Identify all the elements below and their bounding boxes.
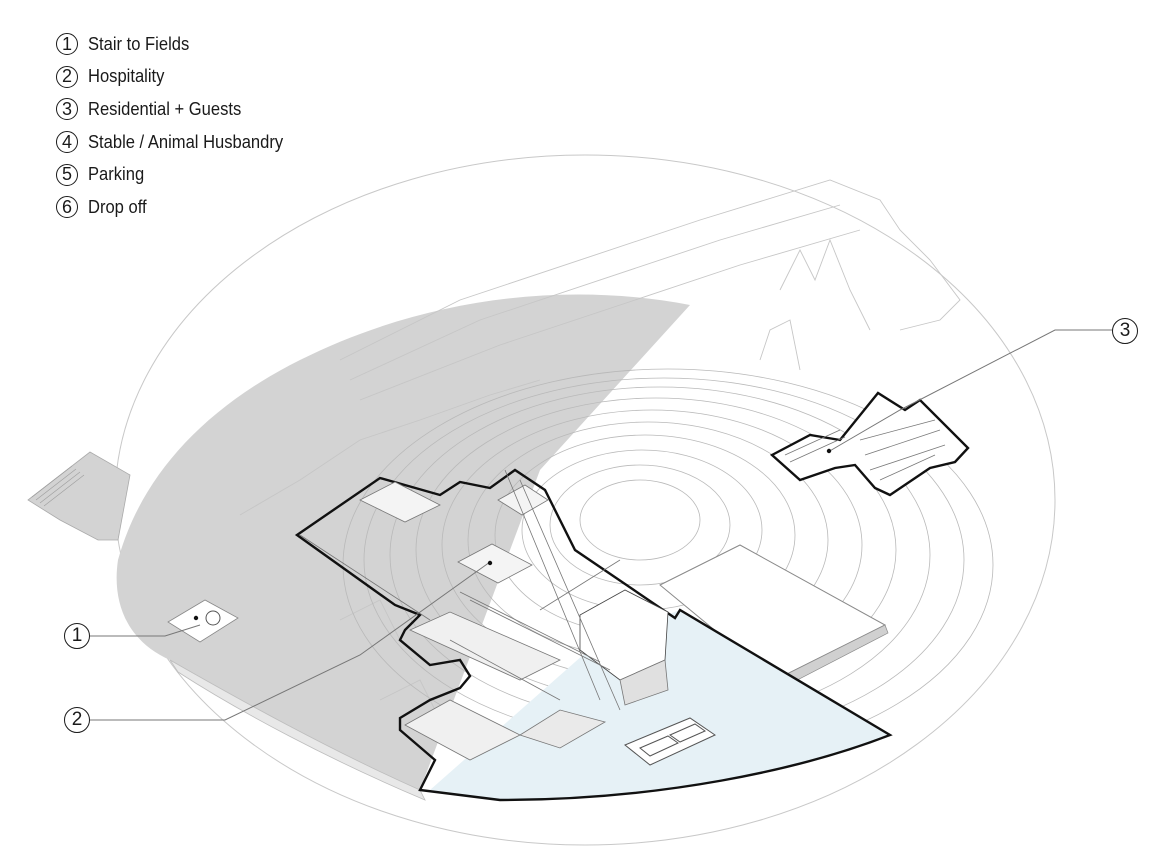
callout-residential: 3 (1112, 318, 1138, 344)
legend-number: 5 (56, 163, 78, 186)
callout-hospitality: 2 (64, 707, 90, 733)
ramp-steps (31, 465, 85, 507)
legend-item: 6 Drop off (56, 191, 300, 224)
hospitality-interior (299, 469, 669, 761)
legend-number: 2 (56, 65, 78, 88)
legend-label: Stair to Fields (88, 33, 190, 54)
residential-outline (769, 391, 970, 497)
legend-number: 1 (56, 33, 78, 56)
ground-plane (116, 294, 691, 790)
callout-stair: 1 (64, 623, 90, 649)
pool-area (430, 610, 890, 800)
legend-number: 3 (56, 98, 78, 121)
legend-item: 3 Residential + Guests (56, 93, 300, 126)
background-massing (239, 179, 961, 721)
leader-dot-residential (826, 448, 832, 454)
legend-number: 6 (56, 196, 78, 219)
residential-interior (784, 419, 946, 481)
legend-item: 5 Parking (56, 158, 300, 191)
legend-label: Stable / Animal Husbandry (88, 131, 284, 152)
legend-item: 2 Hospitality (56, 61, 300, 94)
legend-label: Drop off (88, 196, 147, 217)
legend-label: Hospitality (88, 66, 165, 87)
leader-dot-hospitality (487, 560, 493, 566)
stair-spiral (205, 610, 221, 626)
ground-ramp (27, 451, 131, 541)
leader-dot-stair (193, 615, 199, 621)
stair-to-fields (167, 599, 239, 643)
leader-lines (90, 329, 1112, 721)
ground-plane-edge (169, 659, 426, 801)
legend-item: 4 Stable / Animal Husbandry (56, 126, 300, 159)
legend-item: 1 Stair to Fields (56, 28, 300, 61)
hospitality-outline (294, 468, 893, 802)
legend-number: 4 (56, 131, 78, 154)
legend-label: Residential + Guests (88, 98, 242, 119)
program-legend: 1 Stair to Fields 2 Hospitality 3 Residential… (56, 28, 300, 224)
pool-feature (624, 717, 717, 766)
legend-label: Parking (88, 164, 145, 185)
